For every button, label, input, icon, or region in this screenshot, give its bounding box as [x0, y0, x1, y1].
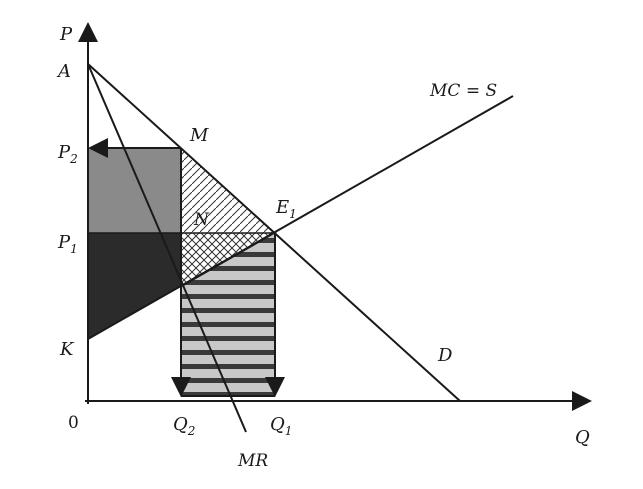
q1-letter: Q [270, 414, 285, 435]
p1-subscript: 1 [70, 242, 78, 256]
marginal-revenue-curve [87, 63, 247, 433]
point-m-label: M [189, 125, 209, 146]
x-axis-label: Q [575, 427, 590, 448]
p2-subscript: 2 [69, 152, 78, 166]
supply-curve-label: MC = S [429, 81, 497, 101]
e1-subscript: 1 [289, 207, 297, 221]
producer-transfer-region [88, 148, 181, 233]
point-k-label: K [59, 339, 75, 360]
point-n-label: N [193, 210, 210, 230]
q2-letter: Q [173, 414, 188, 435]
p2-letter: P [57, 142, 71, 163]
point-q2-label: Q2 [173, 414, 195, 438]
point-a-label: A [56, 61, 71, 82]
point-p2-label: P2 [57, 142, 78, 166]
supply-curve [87, 95, 514, 340]
marginal-revenue-label: MR [237, 451, 268, 471]
origin-label: 0 [68, 413, 79, 433]
point-e1-label: E1 [275, 197, 297, 221]
q1-subscript: 1 [285, 424, 293, 438]
producer-surplus-region [88, 233, 181, 339]
e1-letter: E [275, 197, 289, 218]
demand-curve-label: D [437, 345, 453, 366]
y-axis-label: P [59, 24, 73, 45]
q2-subscript: 2 [187, 424, 196, 438]
p1-letter: P [57, 232, 71, 253]
point-p1-label: P1 [57, 232, 78, 256]
point-q1-label: Q1 [270, 414, 292, 438]
